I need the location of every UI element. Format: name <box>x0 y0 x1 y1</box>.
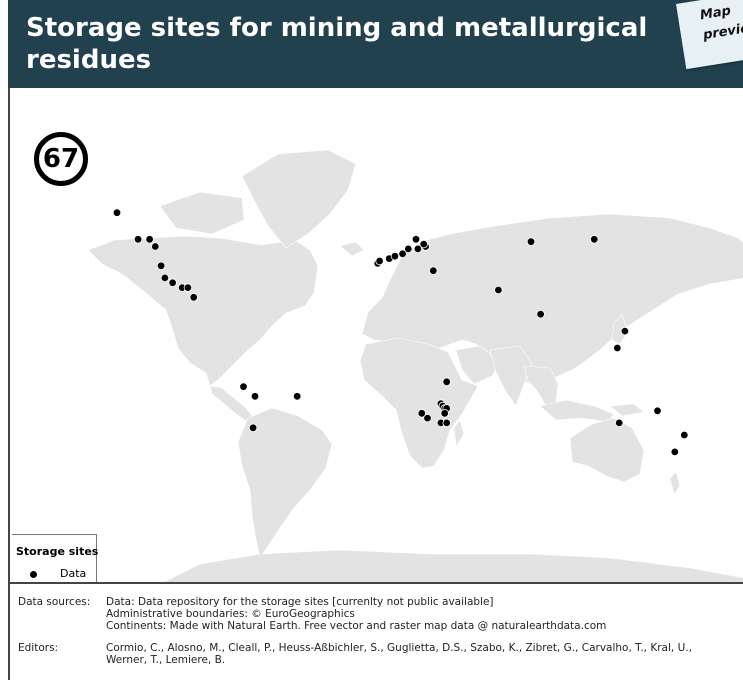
editors-line: Werner, T., Lemiere, B. <box>106 654 226 666</box>
site-marker <box>429 266 438 275</box>
map-footer: Data sources: Data: Data repository for … <box>8 584 743 680</box>
land-arabia <box>455 345 501 385</box>
legend-marker-icon <box>30 571 37 578</box>
land-north-america <box>87 235 319 387</box>
site-marker <box>293 392 302 401</box>
land-eurasia <box>361 213 743 385</box>
site-marker <box>442 377 451 386</box>
land-iceland <box>339 241 365 257</box>
data-sources-line: Continents: Made with Natural Earth. Fre… <box>106 620 607 632</box>
site-marker <box>189 293 198 302</box>
legend-item-label: Data <box>60 567 87 580</box>
land-central-america <box>209 385 255 423</box>
world-map <box>87 149 743 582</box>
data-sources-line: Administrative boundaries: © EuroGeograp… <box>106 608 355 620</box>
site-marker <box>419 239 428 249</box>
site-marker <box>590 235 599 244</box>
data-sources-line: Data: Data repository for the storage si… <box>106 596 494 608</box>
site-marker <box>133 235 143 244</box>
land-madagascar <box>453 419 465 447</box>
editors-label: Editors: <box>18 642 59 654</box>
land-new-zealand <box>669 471 681 495</box>
site-marker <box>670 447 679 457</box>
land-antarctica <box>163 549 743 582</box>
site-marker <box>536 309 545 319</box>
land-india <box>489 345 533 407</box>
site-marker <box>112 208 122 217</box>
site-marker <box>239 382 248 391</box>
site-marker <box>404 244 413 254</box>
land-greenland <box>241 149 357 249</box>
site-marker <box>250 392 260 401</box>
site-marker <box>417 409 426 418</box>
site-markers <box>112 208 689 457</box>
site-marker <box>390 251 400 261</box>
land-australia <box>569 417 645 483</box>
site-marker <box>398 249 407 258</box>
site-marker <box>615 418 624 428</box>
site-marker <box>375 256 384 266</box>
site-marker <box>620 326 630 336</box>
preview-tag: Map preview <box>676 0 743 70</box>
land-layer <box>87 149 743 582</box>
site-marker <box>183 283 193 292</box>
site-marker <box>526 237 536 246</box>
site-marker <box>494 285 503 295</box>
preview-tag-text: Map preview <box>698 3 743 44</box>
site-marker <box>151 242 160 251</box>
land-south-america <box>237 407 333 559</box>
site-marker <box>413 244 423 254</box>
map-title: Storage sites for mining and metallurgic… <box>26 13 648 75</box>
land-arctic-islands <box>159 191 245 235</box>
map-legend: Storage sites Data <box>12 534 99 582</box>
site-marker <box>653 406 662 415</box>
site-marker <box>248 423 258 432</box>
site-marker <box>145 235 154 244</box>
site-marker <box>423 413 432 423</box>
site-marker <box>168 278 177 287</box>
map-header: Storage sites for mining and metallurgic… <box>8 0 743 88</box>
site-marker <box>442 418 451 428</box>
land-indonesia <box>539 399 615 423</box>
site-marker <box>160 273 170 283</box>
land-japan <box>611 313 629 345</box>
land-africa <box>359 337 479 469</box>
map-frame: 67 Storage sites Data <box>8 88 743 584</box>
site-marker <box>680 430 689 440</box>
map-number-badge: 67 <box>34 132 88 186</box>
site-marker <box>156 261 166 270</box>
land-new-guinea <box>609 403 645 417</box>
legend-title: Storage sites <box>16 545 99 558</box>
site-marker <box>613 343 622 353</box>
data-sources-label: Data sources: <box>18 596 91 608</box>
editors-line: Cormio, C., Alosno, M., Cleall, P., Heus… <box>106 642 692 654</box>
site-marker <box>440 409 449 418</box>
site-marker <box>411 235 421 244</box>
